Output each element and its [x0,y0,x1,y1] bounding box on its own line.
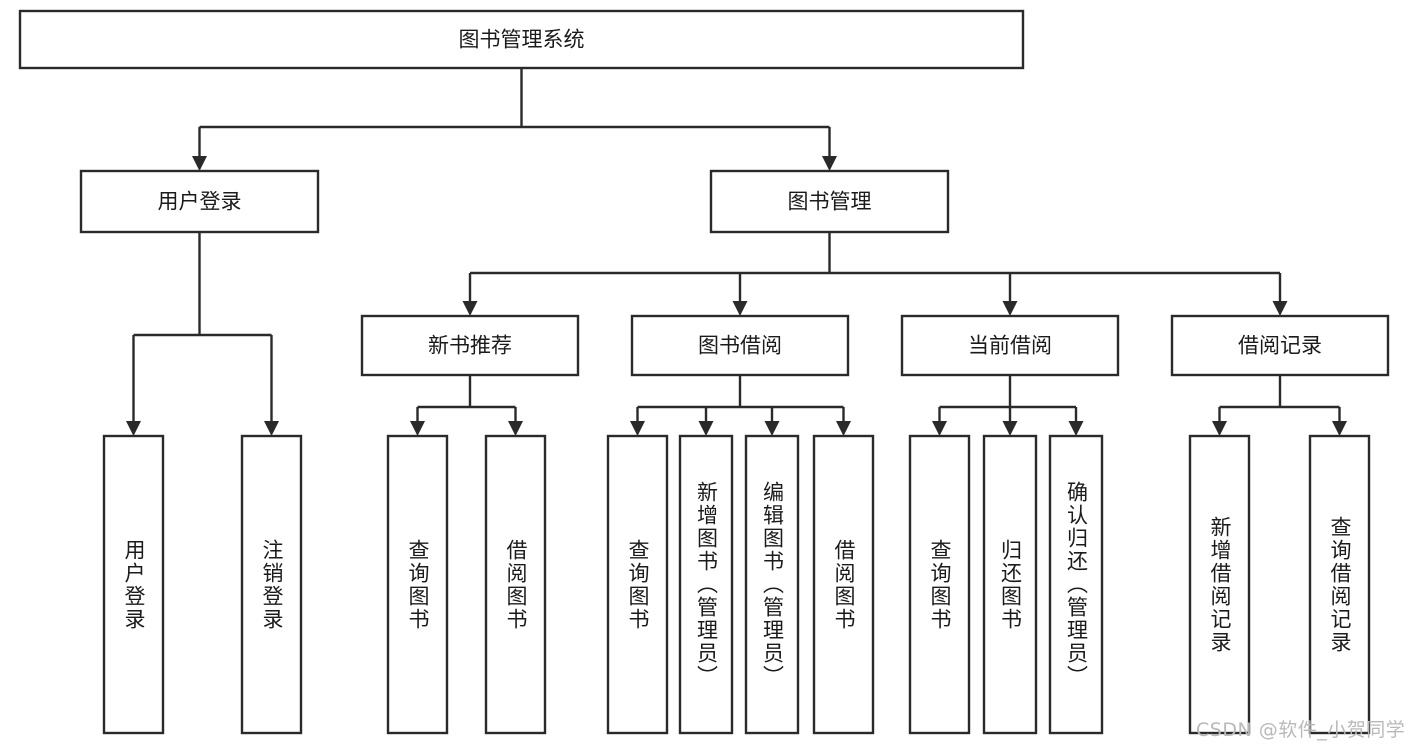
arrow-head-icon-leaf-query-book-3 [932,421,947,436]
node-box-leaf-borrow-book-2[interactable] [812,434,875,735]
node-box-leaf-add-record[interactable] [1188,434,1251,735]
arrow-head-icon-leaf-query-record [1332,421,1347,436]
arrow-head-icon-user-login [192,156,207,171]
arrow-head-icon-current-borrow [1002,301,1018,316]
connectors-layer [126,68,1347,436]
node-box-user-login[interactable] [79,169,320,234]
node-box-leaf-query-book-2[interactable] [606,434,669,735]
node-box-leaf-return-book[interactable] [982,434,1038,735]
arrow-head-icon-leaf-borrow-book-2 [836,421,851,436]
node-box-book-borrow[interactable] [630,314,850,377]
node-box-leaf-add-book[interactable] [678,434,734,735]
node-box-new-book-rec[interactable] [360,314,580,377]
node-box-leaf-query-book-3[interactable] [908,434,971,735]
node-label-borrow-record: 借阅记录 [1238,334,1322,358]
arrow-head-icon-leaf-add-book [698,421,714,436]
arrow-head-icon-leaf-query-book-1 [410,421,425,436]
arrow-head-icon-leaf-borrow-book-1 [508,421,523,436]
node-label-root: 图书管理系统 [459,28,585,52]
arrow-head-icon-leaf-edit-book [764,421,780,436]
arrow-head-icon-book-borrow [732,301,748,316]
arrow-head-icon-leaf-user-logout [264,421,279,436]
arrow-head-icon-book-manage [822,156,837,171]
node-box-leaf-query-book-1[interactable] [386,434,449,735]
node-label-book-manage: 图书管理 [788,190,872,214]
node-box-leaf-confirm-return[interactable] [1048,434,1104,735]
arrow-head-icon-borrow-record [1272,301,1288,316]
node-box-borrow-record[interactable] [1170,314,1390,377]
node-box-leaf-borrow-book-1[interactable] [484,434,547,735]
nodes-layer [18,9,1390,735]
arrow-head-icon-leaf-add-record [1212,421,1227,436]
node-label-new-book-rec: 新书推荐 [428,334,512,358]
node-box-leaf-edit-book[interactable] [744,434,800,735]
node-box-leaf-user-login[interactable] [102,434,165,735]
node-label-user-login: 用户登录 [158,190,242,214]
arrow-head-icon-leaf-query-book-2 [630,421,645,436]
arrow-head-icon-leaf-confirm-return [1068,421,1084,436]
arrow-head-icon-leaf-user-login [126,421,141,436]
arrow-head-icon-new-book-rec [462,301,478,316]
node-label-current-borrow: 当前借阅 [968,334,1052,358]
node-label-book-borrow: 图书借阅 [698,334,782,358]
arrow-head-icon-leaf-return-book [1002,421,1018,436]
node-box-book-manage[interactable] [709,169,950,234]
node-box-root[interactable] [18,9,1025,70]
node-box-leaf-user-logout[interactable] [240,434,303,735]
node-box-current-borrow[interactable] [900,314,1120,377]
node-box-leaf-query-record[interactable] [1308,434,1371,735]
csdn-watermark: CSDN @软件_小贺同学 [1196,719,1405,741]
